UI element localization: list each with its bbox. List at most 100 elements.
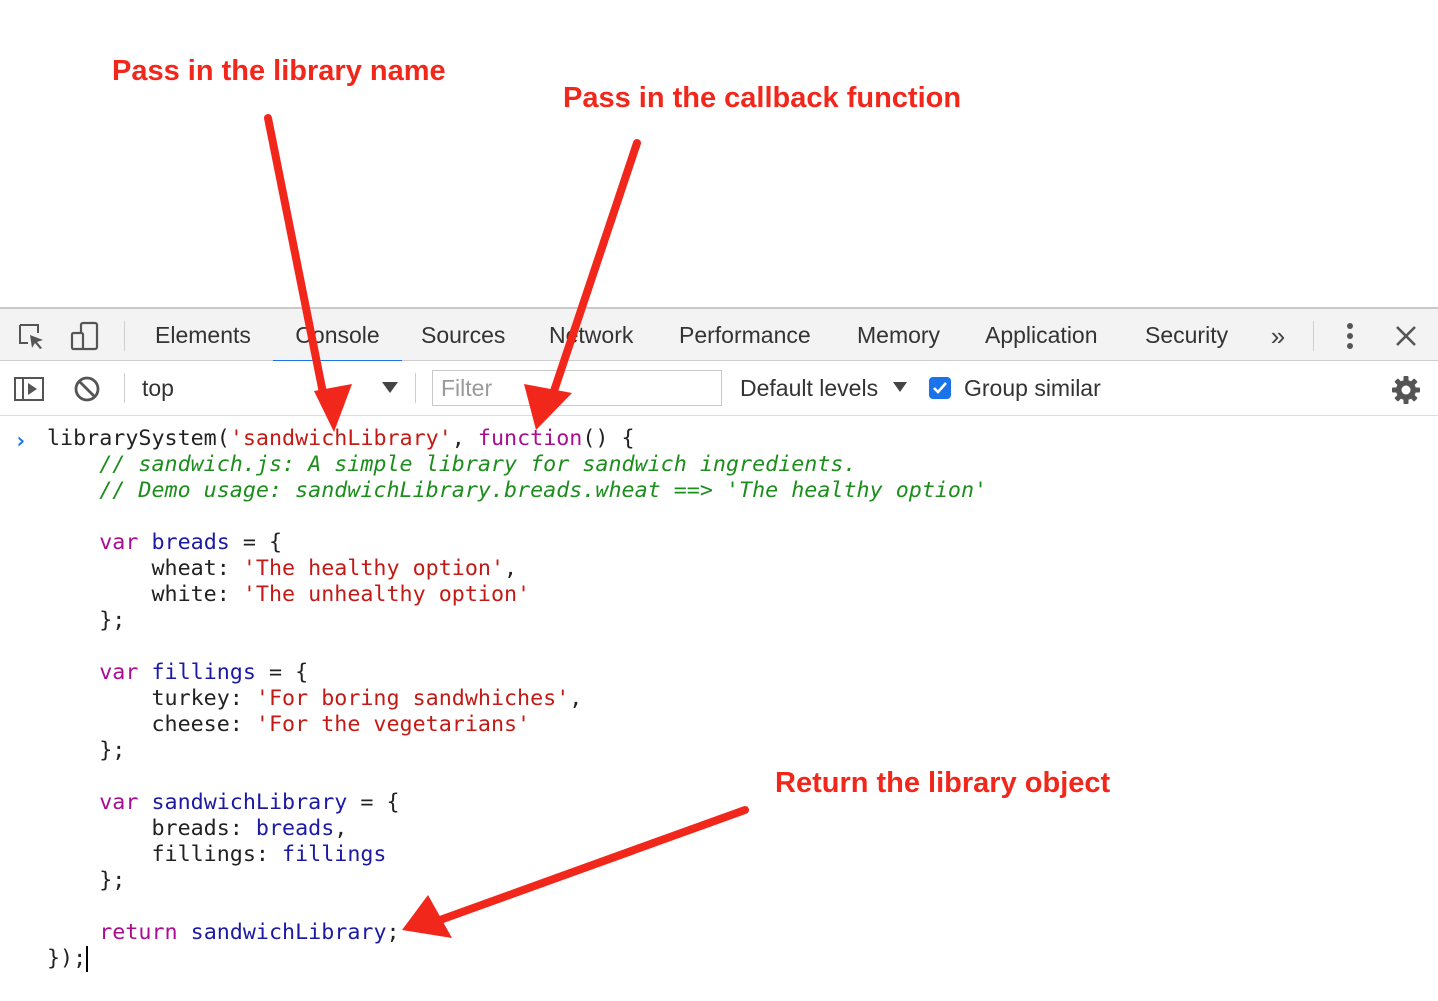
code-token-plain: breads: [47,816,256,841]
code-token-plain [47,660,99,685]
code-token-plain: cheese: [47,712,256,737]
group-similar-checkbox[interactable] [929,377,951,399]
code-token-plain: }); [47,946,87,971]
annotation-library-name: Pass in the library name [112,55,446,87]
code-token-str: 'The unhealthy option' [242,582,531,607]
code-token-plain: turkey: [47,686,256,711]
code-line: var breads = { [47,530,282,555]
code-token-str: 'The healthy option' [242,556,504,581]
annotation-return-object: Return the library object [775,767,1111,799]
filter-input[interactable] [432,370,722,406]
code-token-cm: // sandwich.js: A simple library for san… [47,452,857,477]
code-token-var: fillings [151,660,256,685]
code-token-plain: fillings: [47,842,283,867]
code-line: white: 'The unhealthy option' [47,582,530,607]
code-token-str: 'sandwichLibrary' [229,426,452,451]
devtools-panel: Elements Console Sources Network Performance… [0,307,1438,1001]
code-line: var fillings = { [47,660,308,685]
gear-icon[interactable] [1389,373,1423,407]
code-line: turkey: 'For boring sandwhiches', [47,686,582,711]
context-selector-value[interactable]: top [142,375,174,401]
code-line: }); [47,946,86,971]
code-token-var: sandwichLibrary [151,790,348,815]
code-token-plain [47,530,99,555]
code-token-plain: }; [47,738,126,763]
code-token-kw: var [99,660,139,685]
devtools-tab-bar: Elements Console Sources Network Performance… [0,307,1438,363]
code-token-plain: ; [386,920,400,945]
code-token-var: breads [151,530,230,555]
toolbar-divider [124,321,125,351]
prompt-chevron-icon: › [14,429,28,454]
code-token-plain: , [504,556,518,581]
clear-console-icon[interactable] [70,373,104,405]
code-token-plain: () { [582,426,635,451]
tab-security[interactable]: Security [1145,322,1229,348]
code-line: wheat: 'The healthy option', [47,556,517,581]
code-line: }; [47,738,125,763]
code-line: return sandwichLibrary; [47,920,400,945]
context-dropdown-icon[interactable] [378,375,402,399]
code-token-plain [47,790,99,815]
checkmark-icon [933,382,947,394]
code-token-kw: return [99,920,178,945]
tab-console[interactable]: Console [273,309,402,363]
code-token-cm: // Demo usage: sandwichLibrary.breads.wh… [47,478,988,503]
console-filter-bar: top Default levels Group similar [0,361,1438,416]
code-line: }; [47,868,125,893]
toolbar-divider [415,373,416,403]
toolbar-divider [1313,321,1314,351]
code-token-plain: = { [229,530,283,555]
code-token-plain: , [334,816,348,841]
code-token-var: sandwichLibrary [190,920,387,945]
code-token-var: breads [255,816,335,841]
code-token-plain: = { [255,660,309,685]
tab-elements[interactable]: Elements [155,322,251,348]
code-line: var sandwichLibrary = { [47,790,400,815]
console-code-input[interactable]: librarySystem('sandwichLibrary', functio… [47,426,987,972]
tab-sources[interactable]: Sources [421,322,506,348]
code-token-plain: librarySystem( [47,426,230,451]
close-icon[interactable] [1390,320,1422,352]
tab-application[interactable]: Application [985,322,1098,348]
code-line: fillings: fillings [47,842,387,867]
code-line: cheese: 'For the vegetarians' [47,712,530,737]
code-token-plain: white: [47,582,243,607]
code-line: }; [47,608,125,633]
vertical-dots-icon[interactable] [1334,319,1366,353]
group-similar-label[interactable]: Group similar [964,375,1101,401]
code-line: librarySystem('sandwichLibrary', functio… [47,426,635,451]
code-token-plain: = { [347,790,400,815]
code-token-plain: , [569,686,583,711]
code-token-plain [138,530,151,555]
code-token-plain [138,660,151,685]
code-token-plain: }; [47,608,126,633]
code-token-plain: , [451,426,478,451]
toolbar-divider [124,373,125,403]
code-line: // sandwich.js: A simple library for san… [47,452,857,477]
code-token-plain: }; [47,868,126,893]
tab-performance[interactable]: Performance [679,322,811,348]
code-token-plain [178,920,191,945]
code-token-plain [47,920,99,945]
inspect-element-icon[interactable] [14,319,48,353]
code-line: breads: breads, [47,816,347,841]
code-token-plain: wheat: [47,556,243,581]
annotation-callback-function: Pass in the callback function [563,82,962,114]
tab-memory[interactable]: Memory [857,322,941,348]
code-token-var: fillings [282,842,387,867]
code-line: // Demo usage: sandwichLibrary.breads.wh… [47,478,987,503]
device-toolbar-icon[interactable] [66,319,102,353]
tab-network[interactable]: Network [549,322,634,348]
text-cursor [86,946,89,972]
code-token-str: 'For boring sandwhiches' [255,686,570,711]
code-token-kw: var [99,530,139,555]
code-token-str: 'For the vegetarians' [255,712,531,737]
code-token-kw: var [99,790,139,815]
log-levels-dropdown[interactable]: Default levels [740,375,879,401]
log-levels-dropdown-icon[interactable] [890,375,910,399]
more-tabs-icon[interactable]: » [1270,320,1286,351]
code-token-kw: function [477,426,583,451]
show-sidebar-icon[interactable] [12,373,46,405]
code-token-plain [138,790,151,815]
